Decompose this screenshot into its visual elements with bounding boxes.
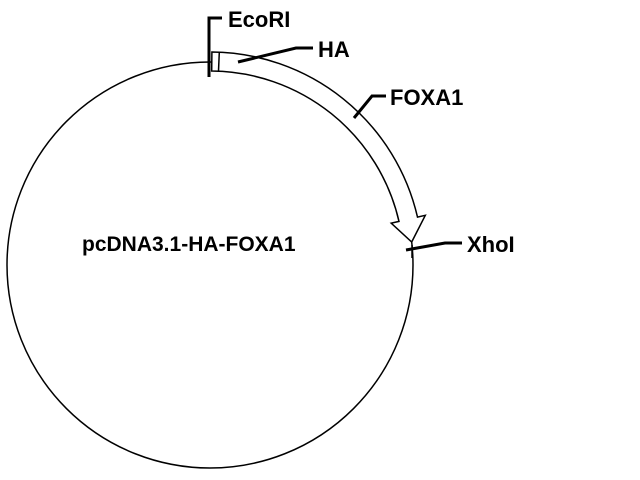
ha-marker-line <box>237 46 313 64</box>
ecori-label: EcoRI <box>228 7 290 32</box>
ha-label: HA <box>318 37 350 62</box>
foxa1-marker-line <box>352 94 386 119</box>
xhoi-marker-line <box>405 241 462 252</box>
plasmid-name-label: pcDNA3.1-HA-FOXA1 <box>82 233 296 256</box>
ha-tag-segment <box>217 52 221 72</box>
ecori-marker-line <box>207 16 222 77</box>
foxa1-insert-arrow <box>210 51 427 244</box>
foxa1-label: FOXA1 <box>390 85 463 110</box>
xhoi-label: XhoI <box>467 232 515 257</box>
